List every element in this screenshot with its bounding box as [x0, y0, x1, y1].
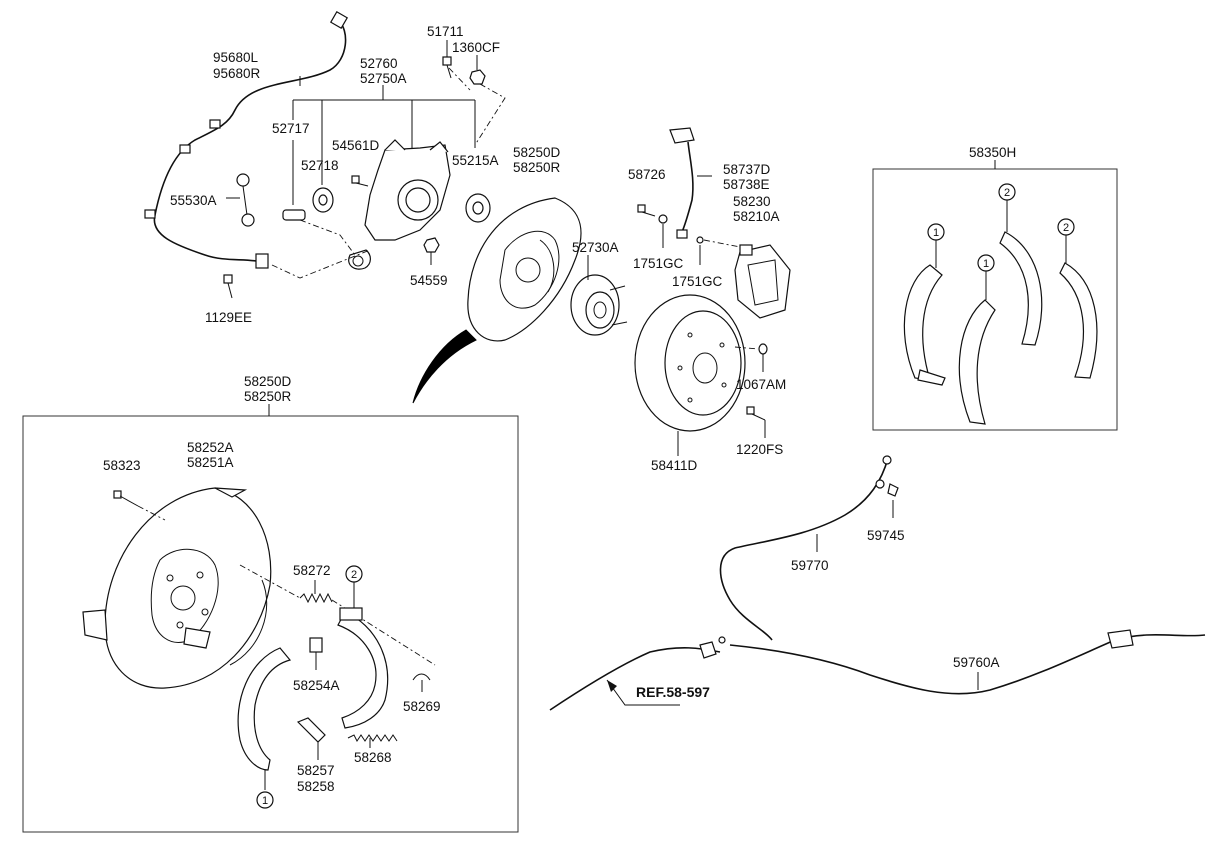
label-58257: 58257: [297, 763, 335, 778]
assembly-centerlines: [271, 67, 506, 279]
svg-text:2: 2: [1004, 187, 1010, 199]
callout-markers: 1 1 2 2 2 1: [256, 183, 1075, 809]
label-58269: 58269: [403, 699, 441, 714]
label-58254a: 58254A: [293, 678, 340, 693]
brake-disc-58411d: [634, 294, 746, 456]
svg-text:2: 2: [351, 569, 357, 581]
label-58738e: 58738E: [723, 177, 770, 192]
label-58230: 58230: [733, 194, 771, 209]
shoe-kit-box-58350h: [872, 160, 1118, 431]
label-59760a: 59760A: [953, 655, 1000, 670]
label-1129ee: 1129EE: [205, 310, 252, 325]
label-58250d-top: 58250D: [513, 145, 561, 160]
label-58252a: 58252A: [187, 440, 234, 455]
parking-brake-cable-59760a: [729, 629, 1206, 695]
label-58272: 58272: [293, 563, 331, 578]
label-58323: 58323: [103, 458, 141, 473]
svg-text:2: 2: [1063, 222, 1069, 234]
dust-shield-top: [467, 197, 582, 342]
bolt-51711: [442, 40, 452, 79]
label-52718: 52718: [301, 158, 339, 173]
label-58268: 58268: [354, 750, 392, 765]
bolt-58726: [637, 204, 668, 248]
callout-1-exploded: 1: [256, 791, 274, 809]
stabilizer-link-55530a: [226, 173, 255, 227]
knuckle: [348, 139, 451, 270]
part-labels: 95680L 95680R 51711 1360CF 52760 52750A …: [103, 24, 1016, 794]
label-1751gc-b: 1751GC: [672, 274, 723, 289]
nut-1360cf: [469, 55, 486, 85]
label-58258: 58258: [297, 779, 335, 794]
callout-2-shoe-kit-b: 2: [1057, 218, 1075, 263]
brake-hose-58737d: [669, 127, 712, 239]
caliper-58230: [696, 236, 791, 319]
label-95680r: 95680R: [213, 66, 261, 81]
bolt-54561d: [351, 175, 369, 187]
label-58251a: 58251A: [187, 455, 234, 470]
label-51711: 51711: [427, 24, 464, 39]
bracket-52760: [292, 85, 476, 205]
label-58250r-box: 58250R: [244, 389, 292, 404]
bushing-52718: [312, 187, 334, 213]
label-54561d: 54561D: [332, 138, 380, 153]
label-52717: 52717: [272, 121, 310, 136]
callout-2-exploded: 2: [345, 565, 363, 608]
bolt-1129ee: [223, 274, 233, 299]
label-52760: 52760: [360, 56, 398, 71]
screw-1067am: [734, 343, 768, 372]
label-58250r-top: 58250R: [513, 160, 561, 175]
label-52750a: 52750A: [360, 71, 407, 86]
label-58726: 58726: [628, 167, 666, 182]
bolt-1220fs: [746, 406, 766, 438]
svg-text:1: 1: [983, 258, 989, 270]
svg-text:1: 1: [933, 227, 939, 239]
label-ref-58-597: REF.58-597: [636, 684, 710, 700]
label-1751gc-a: 1751GC: [633, 256, 684, 271]
nut-54559: [423, 237, 440, 265]
label-58250d-box: 58250D: [244, 374, 292, 389]
label-1220fs: 1220FS: [736, 442, 783, 457]
label-59745: 59745: [867, 528, 905, 543]
label-52730a: 52730A: [572, 240, 619, 255]
label-58350h: 58350H: [969, 145, 1016, 160]
callout-2-shoe-kit-a: 2: [998, 183, 1016, 232]
callout-1-shoe-kit-a: 1: [927, 223, 945, 268]
label-55215a: 55215A: [452, 153, 499, 168]
label-58737d: 58737D: [723, 162, 771, 177]
svg-text:1: 1: [262, 795, 268, 807]
parking-brake-cable-ref: [549, 636, 726, 711]
wheel-hub-52730a: [570, 255, 628, 336]
bolt-52717: [282, 209, 306, 221]
label-1067am: 1067AM: [736, 377, 786, 392]
label-55530a: 55530A: [170, 193, 217, 208]
wheel-speed-sensor-cable: [144, 10, 349, 269]
label-95680l: 95680L: [213, 50, 259, 65]
label-58411d: 58411D: [651, 458, 698, 473]
label-59770: 59770: [791, 558, 829, 573]
label-54559: 54559: [410, 273, 448, 288]
exploded-view-pointer: [412, 329, 477, 404]
label-58210a: 58210A: [733, 209, 780, 224]
exploded-parking-brake-box: [22, 404, 519, 833]
bushing-55215a: [465, 193, 491, 223]
callout-1-shoe-kit-b: 1: [977, 254, 995, 300]
parking-brake-cable-59770: [719, 455, 899, 641]
label-1360cf: 1360CF: [452, 40, 500, 55]
